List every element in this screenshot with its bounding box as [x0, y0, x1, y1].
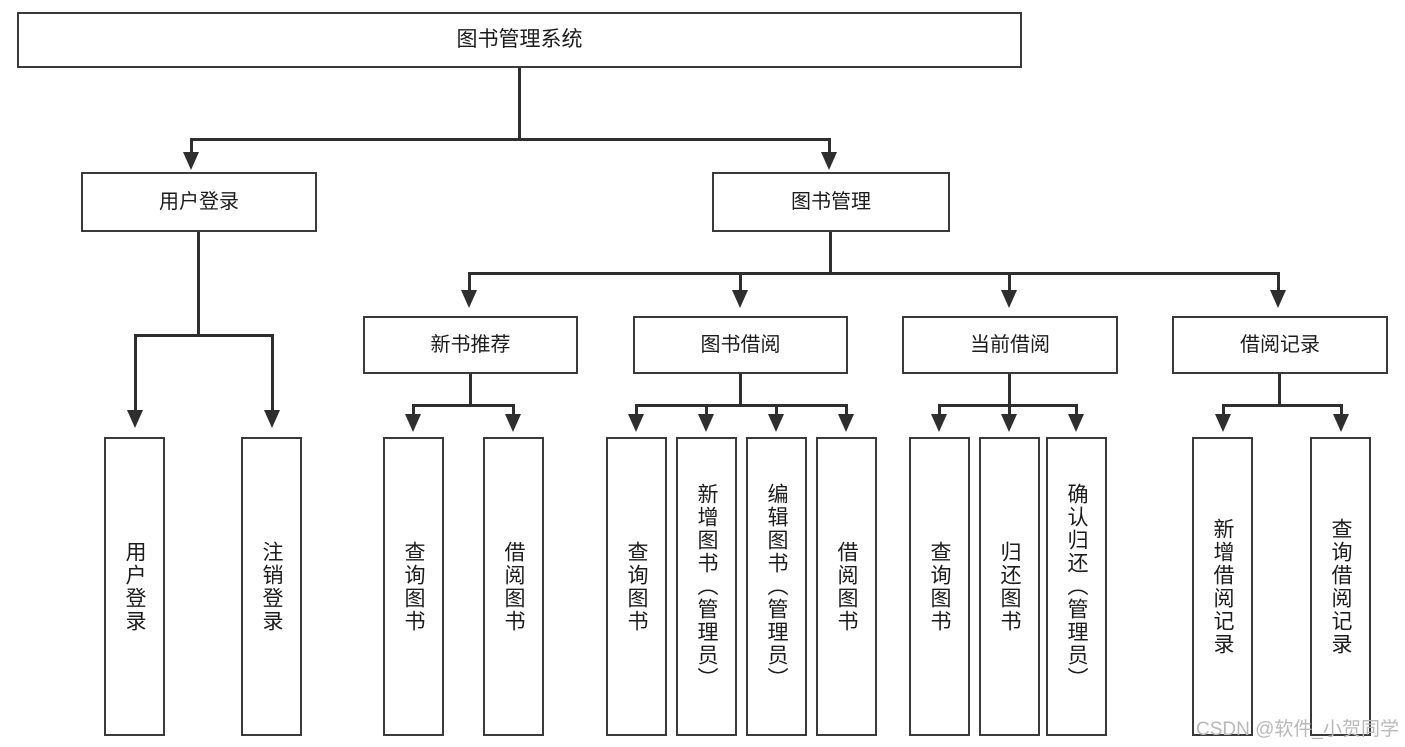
arrowhead-current-borrow	[1001, 290, 1017, 308]
edge-borrow-record-to-leaf-2	[1340, 404, 1343, 418]
arrowhead-borrow-record-leaf-1	[1215, 414, 1231, 432]
edge-user-login-stem	[197, 232, 200, 336]
arrowhead-user-login-leaf-2	[264, 410, 280, 428]
edge-user-login-branch-bar	[134, 334, 274, 337]
node-label: 新增图书（管理员）	[695, 483, 718, 690]
edge-book-manage-to-current-borrow	[1008, 272, 1011, 294]
node-label: 新增借阅记录	[1211, 517, 1234, 656]
node-label: 新书推荐	[430, 333, 511, 356]
edge-current-borrow-stem	[1008, 374, 1011, 406]
edge-book-manage-to-book-borrow	[739, 272, 742, 294]
arrowhead-book-borrow	[732, 290, 748, 308]
edge-new-book-stem	[469, 374, 472, 406]
edge-current-borrow-to-leaf-3	[1075, 404, 1078, 418]
edge-book-borrow-to-leaf-4	[845, 404, 848, 418]
leaf-user-logout[interactable]: 注销登录	[241, 437, 302, 736]
edge-book-manage-branch-bar	[468, 272, 1279, 275]
arrowhead-new-book-leaf-2	[505, 414, 521, 432]
arrowhead-to-user-login	[183, 152, 199, 170]
arrowhead-new-book-leaf-1	[405, 414, 421, 432]
arrowhead-user-login-leaf-1	[127, 410, 143, 428]
node-label: 用户登录	[159, 190, 239, 213]
arrowhead-current-borrow-leaf-1	[931, 414, 947, 432]
leaf-add-book-admin[interactable]: 新增图书（管理员）	[676, 437, 737, 736]
arrowhead-current-borrow-leaf-3	[1068, 414, 1084, 432]
leaf-query-book-borrow[interactable]: 查询图书	[606, 437, 667, 736]
edge-book-borrow-to-leaf-3	[775, 404, 778, 418]
edge-root-stem	[518, 68, 521, 140]
node-label: 当前借阅	[970, 333, 1050, 356]
edge-new-book-branch-bar	[412, 404, 515, 407]
leaf-query-borrow-record[interactable]: 查询借阅记录	[1310, 437, 1371, 736]
node-label: 注销登录	[260, 540, 283, 633]
node-label: 借阅记录	[1240, 333, 1320, 356]
arrowhead-book-borrow-leaf-4	[838, 414, 854, 432]
node-book-borrow[interactable]: 图书借阅	[633, 316, 848, 374]
leaf-borrow-book[interactable]: 借阅图书	[816, 437, 877, 736]
node-current-borrow[interactable]: 当前借阅	[902, 316, 1118, 374]
leaf-user-login[interactable]: 用户登录	[104, 437, 165, 736]
node-new-book-recommend[interactable]: 新书推荐	[363, 316, 578, 374]
node-user-login[interactable]: 用户登录	[81, 172, 317, 232]
node-root-book-management-system[interactable]: 图书管理系统	[17, 12, 1022, 68]
edge-root-to-user-login	[190, 138, 193, 156]
arrowhead-book-borrow-leaf-3	[768, 414, 784, 432]
edge-book-manage-stem	[829, 232, 832, 274]
node-borrow-record[interactable]: 借阅记录	[1172, 316, 1388, 374]
edge-new-book-to-leaf-2	[512, 404, 515, 418]
arrowhead-borrow-record-leaf-2	[1333, 414, 1349, 432]
csdn-watermark: CSDN @软件_小贺同学	[1196, 719, 1399, 740]
leaf-query-book-current[interactable]: 查询图书	[909, 437, 970, 736]
leaf-return-book[interactable]: 归还图书	[979, 437, 1040, 736]
arrowhead-to-book-manage	[821, 152, 837, 170]
leaf-edit-book-admin[interactable]: 编辑图书（管理员）	[746, 437, 807, 736]
edge-book-manage-to-new-book	[468, 272, 471, 294]
arrowhead-borrow-record	[1270, 290, 1286, 308]
node-label: 确认归还（管理员）	[1065, 483, 1088, 690]
edge-root-to-book-manage	[828, 138, 831, 156]
node-book-management[interactable]: 图书管理	[712, 172, 950, 232]
edge-user-login-to-leaf-1	[134, 334, 137, 414]
arrowhead-new-book-recommend	[461, 290, 477, 308]
node-label: 借阅图书	[835, 540, 858, 633]
arrowhead-current-borrow-leaf-2	[1001, 414, 1017, 432]
leaf-borrow-book-recommend[interactable]: 借阅图书	[483, 437, 544, 736]
arrowhead-book-borrow-leaf-1	[628, 414, 644, 432]
node-label: 查询图书	[402, 540, 425, 633]
edge-book-borrow-stem	[739, 374, 742, 406]
edge-root-branch-bar	[190, 138, 831, 141]
node-label: 查询借阅记录	[1329, 517, 1352, 656]
node-label: 归还图书	[998, 540, 1021, 633]
arrowhead-book-borrow-leaf-2	[698, 414, 714, 432]
edge-book-borrow-to-leaf-2	[705, 404, 708, 418]
node-label: 用户登录	[123, 540, 146, 633]
edge-book-manage-to-borrow-record	[1277, 272, 1280, 294]
edge-current-borrow-to-leaf-2	[1008, 404, 1011, 418]
node-label: 图书管理系统	[456, 27, 583, 51]
edge-book-borrow-branch-bar	[635, 404, 845, 407]
leaf-add-borrow-record[interactable]: 新增借阅记录	[1192, 437, 1253, 736]
node-label: 查询图书	[625, 540, 648, 633]
edge-borrow-record-stem	[1278, 374, 1281, 406]
edge-book-borrow-to-leaf-1	[635, 404, 638, 418]
edge-new-book-to-leaf-1	[412, 404, 415, 418]
node-label: 查询图书	[928, 540, 951, 633]
node-label: 图书管理	[791, 190, 871, 213]
leaf-query-book-recommend[interactable]: 查询图书	[383, 437, 444, 736]
edge-borrow-record-to-leaf-1	[1222, 404, 1225, 418]
node-label: 编辑图书（管理员）	[765, 483, 788, 690]
edge-current-borrow-to-leaf-1	[938, 404, 941, 418]
node-label: 借阅图书	[502, 540, 525, 633]
leaf-confirm-return-admin[interactable]: 确认归还（管理员）	[1046, 437, 1107, 736]
node-label: 图书借阅	[700, 333, 781, 356]
edge-user-login-to-leaf-2	[271, 334, 274, 414]
edge-borrow-record-branch-bar	[1222, 404, 1342, 407]
